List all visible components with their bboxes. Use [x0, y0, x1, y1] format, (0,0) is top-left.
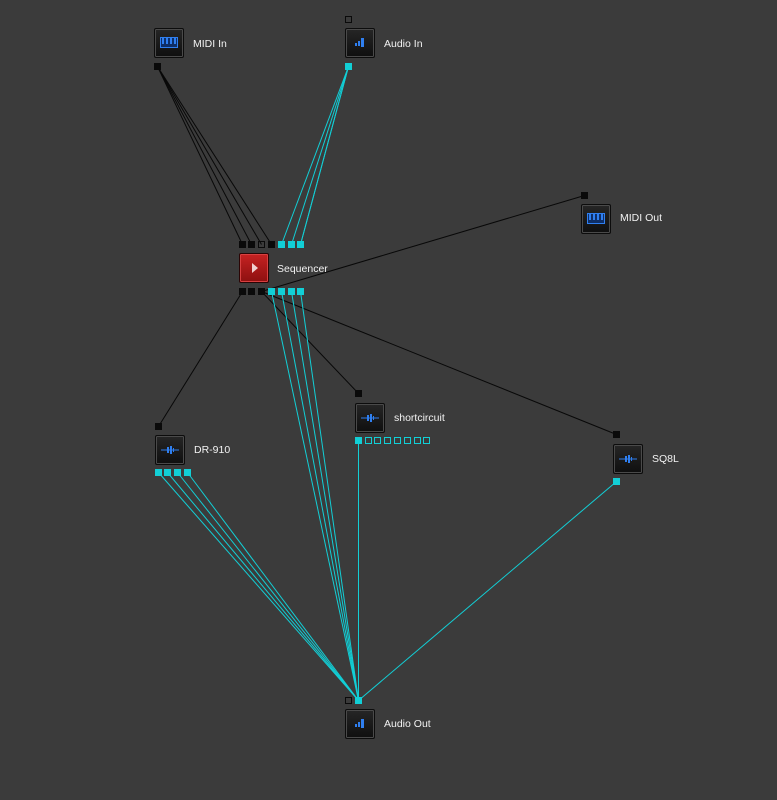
midi-out-midi-input-port[interactable] — [581, 192, 588, 199]
midi-wire-2[interactable] — [157, 66, 262, 245]
shortcircuit-audio-output-port-6[interactable] — [404, 437, 411, 444]
piano-keys-icon — [587, 213, 605, 224]
shortcircuit-audio-output-port-3[interactable] — [374, 437, 381, 444]
midi-in-midi-output-port[interactable] — [154, 63, 161, 70]
shortcircuit-audio-output-port-5[interactable] — [394, 437, 401, 444]
sequencer-audio-output-port-4[interactable] — [297, 288, 304, 295]
dr910-audio-output-port-3[interactable] — [174, 469, 181, 476]
sq8l-label: SQ8L — [652, 453, 679, 465]
audio-in-audio-output-port[interactable] — [345, 63, 352, 70]
audio-wire-15[interactable] — [300, 291, 359, 701]
shortcircuit-audio-output-port-4[interactable] — [384, 437, 391, 444]
waveform-icon — [619, 455, 637, 463]
sequencer-midi-output-port-3[interactable] — [258, 288, 265, 295]
audio-out-node[interactable] — [345, 709, 375, 739]
dr910-audio-output-port-1[interactable] — [155, 469, 162, 476]
audio-level-icon — [355, 719, 364, 728]
audio-level-icon — [355, 38, 364, 47]
sequencer-midi-output-port-1[interactable] — [239, 288, 246, 295]
sequencer-label: Sequencer — [277, 263, 328, 275]
midi-in-node[interactable] — [154, 28, 184, 58]
midi-wire-10[interactable] — [261, 291, 359, 394]
audio-wire-4[interactable] — [281, 66, 349, 245]
audio-in-node[interactable] — [345, 28, 375, 58]
sq8l-midi-input-port[interactable] — [613, 431, 620, 438]
midi-wire-3[interactable] — [157, 66, 272, 245]
audio-wire-5[interactable] — [291, 66, 349, 245]
midi-out-label: MIDI Out — [620, 212, 663, 224]
sequencer-midi-input-port-2[interactable] — [248, 241, 255, 248]
sequencer-audio-input-port-1[interactable] — [278, 241, 285, 248]
audio-wire-18[interactable] — [177, 472, 359, 701]
audio-out-label: Audio Out — [384, 718, 431, 730]
sequencer-midi-input-port-4[interactable] — [268, 241, 275, 248]
play-icon — [252, 263, 258, 273]
dr910-node[interactable] — [155, 435, 185, 465]
sequencer-audio-input-port-2[interactable] — [288, 241, 295, 248]
sequencer-audio-output-port-1[interactable] — [268, 288, 275, 295]
midi-wire-11[interactable] — [261, 291, 617, 435]
audio-wire-17[interactable] — [167, 472, 359, 701]
midi-in-label: MIDI In — [193, 38, 227, 50]
audio-in-midi-input-port[interactable] — [345, 16, 352, 23]
sequencer-midi-output-port-2[interactable] — [248, 288, 255, 295]
dr910-midi-input-port[interactable] — [155, 423, 162, 430]
dr910-audio-output-port-2[interactable] — [164, 469, 171, 476]
shortcircuit-midi-input-port[interactable] — [355, 390, 362, 397]
audio-out-audio-input-port[interactable] — [355, 697, 362, 704]
midi-wire-9[interactable] — [158, 291, 243, 427]
sq8l-audio-output-port[interactable] — [613, 478, 620, 485]
waveform-icon — [361, 414, 379, 422]
midi-wire-1[interactable] — [157, 66, 252, 245]
audio-out-midi-input-port[interactable] — [345, 697, 352, 704]
shortcircuit-audio-output-port-2[interactable] — [365, 437, 372, 444]
dr910-audio-output-port-4[interactable] — [184, 469, 191, 476]
sequencer-audio-input-port-3[interactable] — [297, 241, 304, 248]
midi-wire-0[interactable] — [157, 66, 243, 245]
sequencer-node[interactable] — [239, 253, 269, 283]
waveform-icon — [161, 446, 179, 454]
sequencer-midi-input-port-1[interactable] — [239, 241, 246, 248]
audio-wire-13[interactable] — [281, 291, 359, 701]
sequencer-audio-output-port-2[interactable] — [278, 288, 285, 295]
audio-wire-16[interactable] — [158, 472, 359, 701]
audio-wire-21[interactable] — [358, 481, 617, 701]
sequencer-midi-input-port-3[interactable] — [258, 241, 265, 248]
audio-wire-12[interactable] — [271, 291, 359, 701]
audio-wire-14[interactable] — [291, 291, 359, 701]
shortcircuit-audio-output-port-1[interactable] — [355, 437, 362, 444]
piano-keys-icon — [160, 37, 178, 48]
audio-in-label: Audio In — [384, 38, 423, 50]
midi-wire-8[interactable] — [261, 195, 585, 292]
shortcircuit-label: shortcircuit — [394, 412, 445, 424]
audio-wire-19[interactable] — [187, 472, 359, 701]
midi-out-node[interactable] — [581, 204, 611, 234]
shortcircuit-node[interactable] — [355, 403, 385, 433]
shortcircuit-audio-output-port-7[interactable] — [414, 437, 421, 444]
audio-wire-7[interactable] — [300, 66, 349, 245]
sq8l-node[interactable] — [613, 444, 643, 474]
sequencer-audio-output-port-3[interactable] — [288, 288, 295, 295]
dr910-label: DR-910 — [194, 444, 231, 456]
shortcircuit-audio-output-port-8[interactable] — [423, 437, 430, 444]
